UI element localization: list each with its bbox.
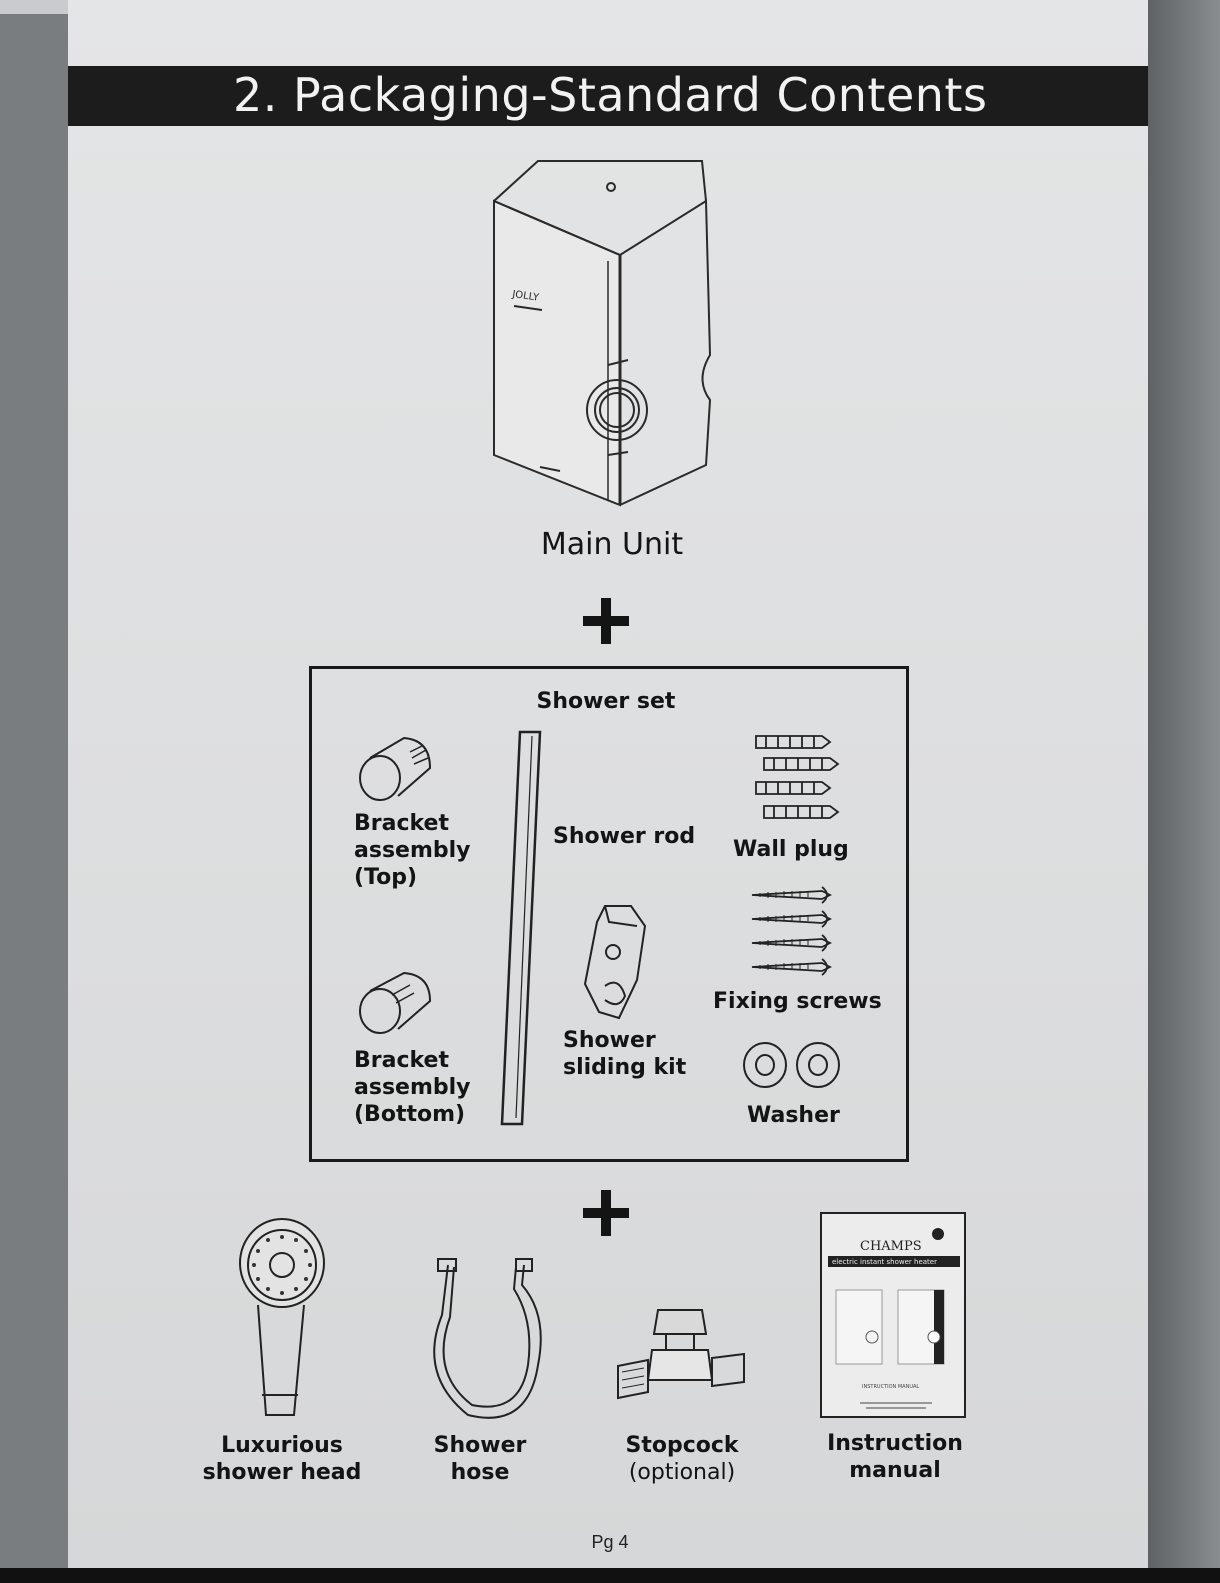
washer-label: Washer: [747, 1103, 840, 1128]
shower-head-line1: Luxurious: [221, 1433, 343, 1458]
bracket-bottom-line2: assembly: [354, 1075, 471, 1100]
photo-background-bottom: [0, 1568, 1220, 1583]
shower-hose-icon: [433, 1258, 542, 1419]
manual-cover-subtitle: electric instant shower heater: [832, 1258, 937, 1266]
bracket-top-line3: (Top): [354, 865, 418, 890]
bracket-bottom-line1: Bracket: [354, 1048, 449, 1073]
main-unit-label: Main Unit: [540, 527, 684, 562]
section-title: 2. Packaging-Standard Contents: [233, 68, 988, 122]
shower-head-icon: [239, 1218, 325, 1416]
photo-background-right: [1148, 0, 1220, 1583]
manual-logo-icon: [932, 1228, 944, 1240]
section-header-bar: 2. Packaging-Standard Contents: [68, 66, 1148, 126]
shower-hose-line2: hose: [450, 1460, 510, 1485]
shower-hose-line1: Shower: [433, 1433, 527, 1458]
shower-set-box: [309, 666, 909, 1162]
instruction-manual-label: Instruction manual: [815, 1430, 975, 1484]
plus-icon: [583, 598, 629, 644]
sliding-kit-label: Shower sliding kit: [563, 1027, 686, 1081]
shower-rod-label: Shower rod: [553, 824, 696, 849]
plus-icon-2: [583, 1190, 629, 1236]
stopcock-icon: [617, 1309, 745, 1400]
shower-set-title: Shower set: [536, 689, 676, 714]
wall-plug-icon: [755, 735, 840, 819]
sliding-kit-line1: Shower: [563, 1028, 656, 1053]
shower-rod-icon: [500, 730, 542, 1126]
shower-head-line2: shower head: [202, 1460, 362, 1485]
bracket-bottom-label: Bracket assembly (Bottom): [354, 1047, 471, 1128]
manual-cover-footer: INSTRUCTION MANUAL: [862, 1384, 919, 1390]
manual-cover-brand: CHAMPS: [860, 1239, 922, 1254]
shower-head-label: Luxurious shower head: [192, 1432, 372, 1486]
instruction-manual-icon: CHAMPS electric instant shower heater IN…: [820, 1212, 966, 1418]
main-unit-brand-logo: JOLLY: [511, 289, 541, 304]
page-number: Pg 4: [591, 1532, 629, 1552]
manual-line1: Instruction: [827, 1431, 963, 1456]
bracket-bottom-line3: (Bottom): [354, 1102, 466, 1127]
stopcock-line1: Stopcock: [625, 1433, 739, 1458]
shower-hose-label: Shower hose: [400, 1432, 560, 1486]
bracket-top-icon: [359, 736, 432, 801]
bracket-top-line2: assembly: [354, 838, 471, 863]
bracket-top-label: Bracket assembly (Top): [354, 810, 471, 891]
fixing-screws-icon: [751, 886, 833, 976]
washer-icon: [743, 1042, 840, 1088]
bracket-bottom-icon: [359, 971, 432, 1034]
wall-plug-label: Wall plug: [733, 837, 849, 862]
main-unit-illustration: JOLLY: [493, 160, 712, 507]
fixing-screws-label: Fixing screws: [713, 989, 882, 1014]
bracket-top-line1: Bracket: [354, 811, 449, 836]
manual-line2: manual: [849, 1458, 941, 1483]
shower-sliding-kit-icon: [583, 905, 647, 1020]
stopcock-line2: (optional): [628, 1460, 736, 1485]
stopcock-label: Stopcock (optional): [602, 1432, 762, 1486]
sliding-kit-line2: sliding kit: [563, 1055, 687, 1080]
